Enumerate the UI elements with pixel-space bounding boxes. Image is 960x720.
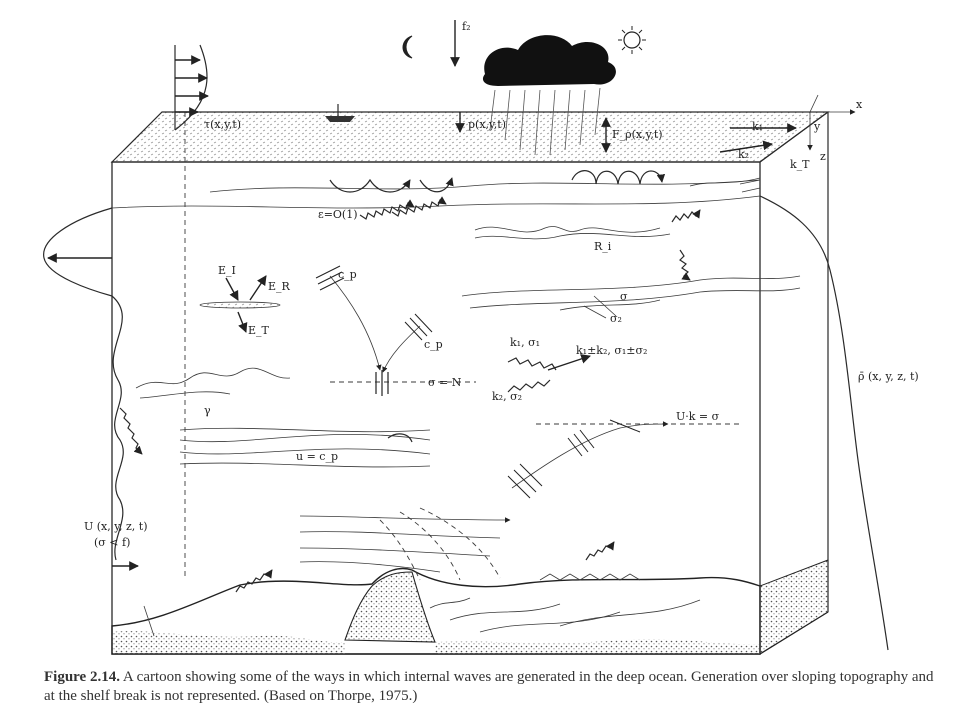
label-axis-y: y	[813, 120, 821, 133]
seamount-wave-rays	[299, 507, 511, 581]
label-sigma-2: σ₂	[610, 312, 622, 325]
label-k1: k₁	[752, 120, 763, 133]
label-energy-transmitted: E_T	[248, 324, 270, 337]
label-energy-reflected: E_R	[268, 280, 291, 293]
label-axis-x: x	[856, 98, 863, 111]
label-k-sum: k₁±k₂, σ₁±σ₂	[576, 344, 647, 357]
label-k2-sigma2: k₂, σ₂	[492, 390, 522, 403]
profiles	[43, 195, 889, 651]
diagram-labels: τ(x,y,t) p(x,y,t) F_ρ(x,y,t) f₂ k₁ k₂ k_…	[84, 20, 919, 549]
label-energy-incident: E_I	[218, 264, 236, 277]
label-k1-sigma1: k₁, σ₁	[510, 336, 540, 349]
label-phase-speed-1: c_p	[338, 268, 357, 281]
label-sigma: σ	[620, 290, 628, 303]
label-current-condition: (σ < f)	[94, 536, 130, 549]
label-phase-speed-2: c_p	[424, 338, 443, 351]
figure-number: Figure 2.14.	[44, 669, 120, 685]
interior-waves	[119, 196, 801, 593]
caption-text: A cartoon showing some of the ways in wh…	[44, 669, 934, 704]
ocean-internal-waves-diagram: τ(x,y,t) p(x,y,t) F_ρ(x,y,t) f₂ k₁ k₂ k_…	[43, 20, 919, 655]
label-richardson: R_i	[594, 240, 612, 253]
label-gamma: γ	[204, 404, 211, 417]
label-epsilon: ε=O(1)	[318, 208, 358, 221]
label-buoyancy-flux: F_ρ(x,y,t)	[612, 128, 663, 141]
surface-features	[174, 20, 856, 156]
label-axis-z: z	[820, 150, 826, 163]
label-density: ρ̄ (x, y, z, t)	[858, 370, 919, 383]
label-current: U (x, y, z, t)	[84, 520, 148, 533]
bottom-topography	[111, 559, 829, 655]
label-sigma-n: σ = N	[428, 376, 462, 389]
mixed-layer-eddies	[329, 170, 761, 193]
label-pressure: p(x,y,t)	[468, 118, 506, 131]
label-doppler: U·k = σ	[676, 410, 720, 423]
ocean-box	[110, 111, 830, 655]
label-kT: k_T	[790, 158, 810, 171]
label-u-cp: u = c_p	[296, 450, 338, 463]
label-f2: f₂	[462, 20, 470, 33]
figure-caption: Figure 2.14. A cartoon showing some of t…	[44, 668, 934, 706]
label-k2: k₂	[738, 148, 749, 161]
label-wind-stress: τ(x,y,t)	[204, 118, 241, 131]
